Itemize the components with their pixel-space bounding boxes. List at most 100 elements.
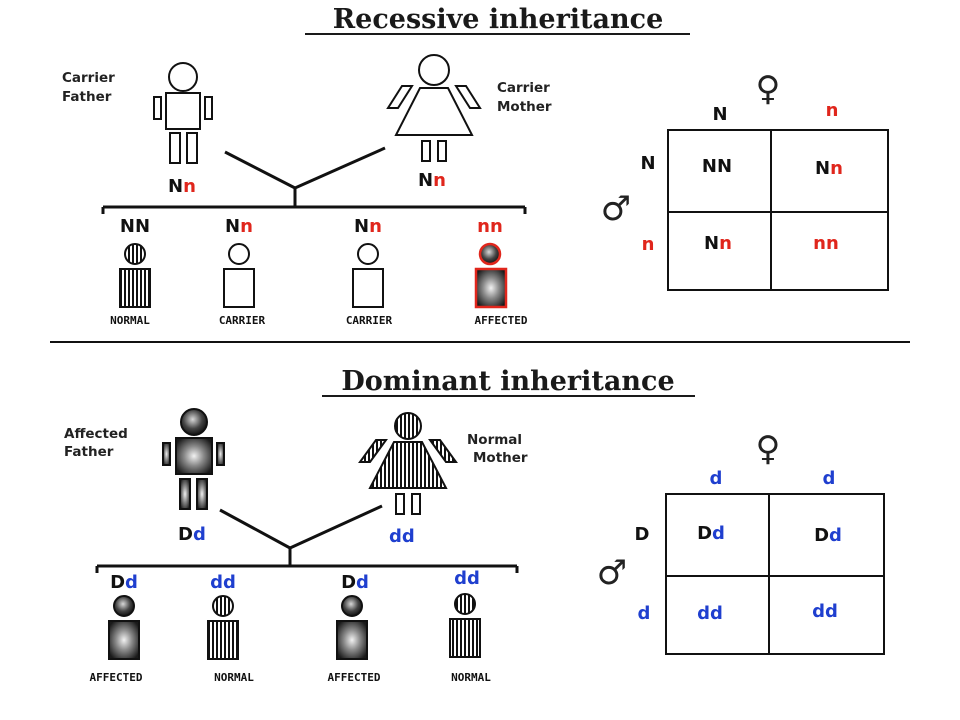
dominant-mother-genotype: dd [389,526,415,547]
recessive-cell-1-2: Nn [815,158,843,179]
dominant-father-label-1: Affected [64,426,128,442]
dominant-child-2-genotype: dd [210,572,236,593]
recessive-child-2-genotype: Nn [225,216,253,237]
dominant-row-header-2: d [638,603,651,624]
recessive-child-3: Nn CARRIER [346,216,393,327]
recessive-mother-allele-b: n [433,170,446,191]
male-icon: ♂ [601,189,631,229]
dominant-child-1-allele-a: D [110,572,125,593]
recessive-pedigree-lines [101,146,527,214]
dominant-punnett-square: ♀ ♂ d d D d Dd Dd dd dd [597,429,885,655]
recessive-child-2-status: CARRIER [219,314,266,327]
dominant-mother-allele-a: d [389,526,402,547]
dominant-row-header-1: D [635,524,650,545]
recessive-child-4-allele-a: n [477,216,490,237]
normal-child-figure [449,593,481,658]
dominant-child-4-allele-b: d [467,568,480,589]
recessive-mother-label-2: Mother [497,99,552,115]
recessive-mother-genotype: Nn [418,170,446,191]
normal-child-figure [119,243,151,308]
dominant-mother-label-2: Mother [473,450,528,466]
recessive-child-4-status: AFFECTED [475,314,528,327]
dominant-punnett-grid [665,493,885,655]
dominant-mother-label-1: Normal [467,432,522,448]
dominant-father-label-2: Father [64,444,114,460]
recessive-child-4-genotype: nn [477,216,503,237]
recessive-row-header-1: N [640,153,655,174]
recessive-section: Recessive inheritance Carrier Father Nn … [62,4,889,327]
carrier-father-figure [153,62,213,164]
recessive-child-3-allele-a: N [354,216,369,237]
recessive-cell-2-1: Nn [704,233,732,254]
dominant-section: Dominant inheritance Affected Father Dd … [64,366,885,684]
recessive-father-label-1: Carrier [62,70,115,86]
normal-mother-figure [358,412,458,515]
dominant-col-header-2: d [823,468,836,489]
recessive-child-3-genotype: Nn [354,216,382,237]
dominant-mother: Normal Mother dd [358,412,528,547]
carrier-mother-figure [386,54,482,162]
dominant-child-2: dd NORMAL [207,572,254,684]
recessive-father-label-2: Father [62,89,112,105]
dominant-cell-1-2: Dd [814,525,842,546]
recessive-title: Recessive inheritance [333,4,664,35]
recessive-cell-2-2: nn [813,233,839,254]
female-icon: ♀ [756,429,781,469]
recessive-cell-1-1: NN [702,156,732,177]
dominant-child-3-allele-b: d [356,572,369,593]
recessive-mother: Carrier Mother Nn [386,54,552,191]
recessive-child-3-status: CARRIER [346,314,393,327]
recessive-father-allele-b: n [183,176,196,197]
dominant-child-4: dd NORMAL [449,568,491,684]
dominant-col-header-1: d [710,468,723,489]
dominant-cell-2-1: dd [697,603,723,624]
dominant-father-allele-b: d [193,524,206,545]
recessive-child-4: nn AFFECTED [475,216,528,327]
dominant-child-3-allele-a: D [341,572,356,593]
affected-father-figure [162,408,225,510]
recessive-child-1-allele-a: N [120,216,135,237]
dominant-child-1: Dd AFFECTED [90,572,143,684]
dominant-child-4-status: NORMAL [451,671,491,684]
dominant-child-1-status: AFFECTED [90,671,143,684]
affected-child-figure [474,242,508,309]
normal-child-figure [207,595,239,660]
dominant-child-1-allele-b: d [125,572,138,593]
recessive-father: Carrier Father Nn [62,62,213,197]
dominant-child-3-genotype: Dd [341,572,369,593]
recessive-child-2-allele-a: N [225,216,240,237]
recessive-child-1-genotype: NN [120,216,150,237]
affected-child-figure [108,595,140,660]
dominant-father-allele-a: D [178,524,193,545]
recessive-child-3-allele-b: n [369,216,382,237]
dominant-title: Dominant inheritance [341,366,674,397]
recessive-child-2-allele-b: n [240,216,253,237]
recessive-mother-label-1: Carrier [497,80,550,96]
recessive-father-allele-a: N [168,176,183,197]
recessive-child-4-allele-b: n [490,216,503,237]
recessive-row-header-2: n [642,234,655,255]
carrier-child-figure [352,243,384,308]
dominant-child-4-genotype: dd [454,568,480,589]
dominant-child-2-status: NORMAL [214,671,254,684]
female-icon: ♀ [756,69,781,109]
affected-child-figure [336,595,368,660]
dominant-cell-1-1: Dd [697,523,725,544]
dominant-child-2-allele-a: d [210,572,223,593]
dominant-pedigree-lines [95,504,519,573]
dominant-father: Affected Father Dd [64,408,225,545]
recessive-punnett-grid [667,129,889,291]
dominant-father-genotype: Dd [178,524,206,545]
recessive-child-1: NN NORMAL [110,216,151,327]
recessive-father-genotype: Nn [168,176,196,197]
recessive-punnett-square: ♀ ♂ N n N n NN Nn Nn nn [601,69,889,291]
dominant-mother-allele-b: d [402,526,415,547]
dominant-cell-2-2: dd [812,601,838,622]
dominant-child-1-genotype: Dd [110,572,138,593]
recessive-child-2: Nn CARRIER [219,216,266,327]
male-icon: ♂ [597,553,627,593]
recessive-child-1-allele-b: N [135,216,150,237]
recessive-mother-allele-a: N [418,170,433,191]
carrier-child-figure [223,243,255,308]
